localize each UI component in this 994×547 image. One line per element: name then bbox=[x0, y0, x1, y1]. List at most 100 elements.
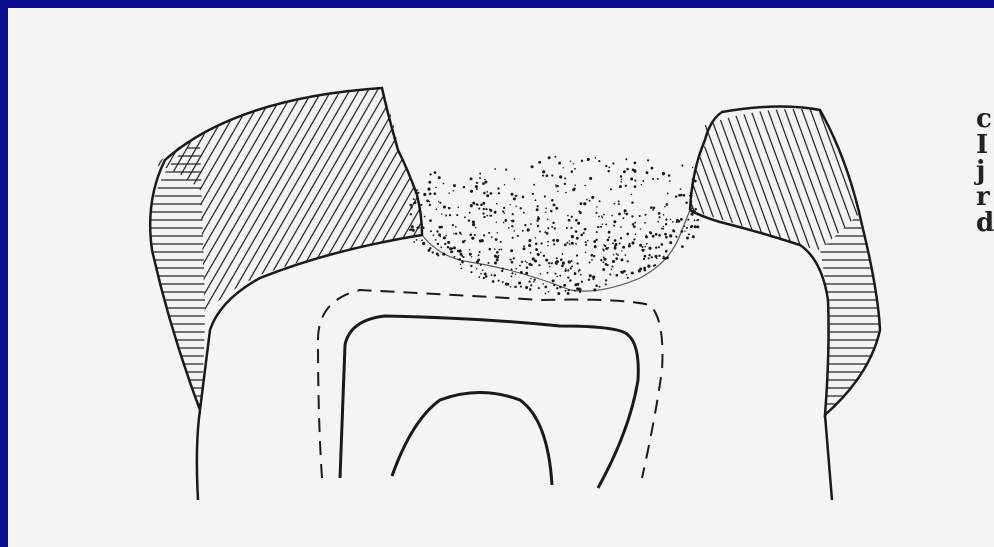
caries-dot bbox=[530, 223, 532, 225]
caries-dot bbox=[462, 261, 464, 263]
caries-dot bbox=[612, 242, 614, 244]
caries-dot bbox=[586, 199, 588, 201]
caries-dot bbox=[600, 226, 602, 228]
caries-dot bbox=[622, 217, 624, 219]
caries-dot bbox=[555, 261, 558, 264]
caries-dot bbox=[547, 227, 549, 229]
caries-dot bbox=[692, 167, 693, 168]
caries-dot bbox=[413, 241, 415, 243]
caries-dot bbox=[578, 269, 580, 271]
caries-dot bbox=[580, 234, 583, 237]
caries-dot bbox=[638, 269, 641, 272]
caries-dot bbox=[510, 193, 513, 196]
caries-dot bbox=[551, 174, 553, 176]
caries-dot bbox=[537, 205, 539, 207]
caries-dot bbox=[457, 207, 459, 209]
caries-dot bbox=[448, 192, 449, 193]
caries-dot bbox=[485, 275, 488, 278]
caries-dot bbox=[479, 239, 482, 242]
caries-dot bbox=[678, 220, 681, 223]
caries-dot bbox=[643, 269, 646, 272]
caries-dot bbox=[485, 208, 487, 210]
caries-lesion bbox=[409, 156, 699, 295]
caries-dot bbox=[498, 280, 500, 282]
caries-dot bbox=[526, 262, 528, 264]
caries-dot bbox=[618, 200, 620, 202]
caries-dot bbox=[616, 253, 618, 255]
caries-dot bbox=[585, 252, 586, 253]
caries-dot bbox=[525, 260, 527, 262]
caries-dot bbox=[533, 184, 535, 186]
caries-dot bbox=[476, 204, 478, 206]
caries-dot bbox=[422, 242, 425, 245]
caries-dot bbox=[494, 248, 496, 250]
caries-dot bbox=[631, 194, 633, 196]
caries-dot bbox=[631, 215, 633, 217]
caries-dot bbox=[646, 171, 649, 174]
caries-dot bbox=[607, 239, 610, 242]
caries-dot bbox=[571, 242, 574, 245]
caries-dot bbox=[631, 201, 634, 204]
caries-dot bbox=[447, 246, 449, 248]
caries-dot bbox=[449, 247, 452, 250]
caries-dot bbox=[596, 206, 598, 208]
caries-dot bbox=[457, 250, 460, 253]
caries-dot bbox=[441, 213, 442, 214]
caries-dot bbox=[557, 190, 559, 192]
caries-dot bbox=[429, 204, 431, 206]
caries-dot bbox=[633, 225, 636, 228]
caries-dot bbox=[631, 241, 634, 244]
caries-dot bbox=[494, 255, 497, 258]
caries-dot bbox=[591, 259, 593, 261]
caries-dot bbox=[614, 203, 616, 205]
caries-dot bbox=[493, 274, 496, 277]
caries-dot bbox=[683, 194, 686, 197]
caries-dot bbox=[605, 283, 607, 285]
caries-dot bbox=[463, 240, 465, 242]
caries-dot bbox=[596, 239, 598, 241]
caries-dot bbox=[585, 244, 587, 246]
caries-dot bbox=[603, 256, 605, 258]
caries-dot bbox=[696, 225, 699, 228]
caries-dot bbox=[460, 268, 462, 270]
caries-dot bbox=[622, 246, 625, 249]
caries-dot bbox=[574, 272, 575, 273]
caries-dot bbox=[488, 232, 490, 234]
caries-dot bbox=[623, 170, 626, 173]
caries-dot bbox=[455, 233, 457, 235]
caries-dot bbox=[542, 175, 544, 177]
caries-dot bbox=[453, 233, 454, 234]
caries-dot bbox=[665, 223, 667, 225]
caries-dot bbox=[605, 263, 608, 266]
caries-dot bbox=[697, 219, 699, 221]
caries-dot bbox=[496, 221, 498, 223]
caries-dot bbox=[603, 214, 605, 216]
caries-dot bbox=[691, 208, 693, 210]
caries-dot bbox=[644, 222, 646, 224]
caries-dot bbox=[648, 254, 650, 256]
caries-dot bbox=[513, 197, 516, 200]
caries-dot bbox=[552, 279, 555, 282]
caries-dot bbox=[675, 236, 677, 238]
caries-dot bbox=[658, 246, 660, 248]
caries-dot bbox=[619, 242, 621, 244]
caries-dot bbox=[634, 171, 636, 173]
caries-dot bbox=[565, 268, 567, 270]
caries-dot bbox=[496, 251, 499, 254]
caries-dot bbox=[620, 237, 622, 239]
caries-dot bbox=[601, 216, 602, 217]
caries-dot bbox=[412, 229, 415, 232]
caries-dot bbox=[548, 156, 551, 159]
caries-dot bbox=[651, 167, 654, 170]
caries-dot bbox=[420, 204, 422, 206]
caries-dot bbox=[475, 227, 477, 229]
caries-dot bbox=[413, 198, 415, 200]
caries-dot bbox=[476, 268, 477, 269]
caries-dot bbox=[530, 264, 533, 267]
caries-dot bbox=[571, 235, 574, 238]
caries-dot bbox=[546, 272, 548, 274]
caries-dot bbox=[440, 247, 442, 249]
caries-dot bbox=[554, 227, 556, 229]
caries-dot bbox=[672, 221, 674, 223]
caries-dot bbox=[496, 203, 498, 205]
